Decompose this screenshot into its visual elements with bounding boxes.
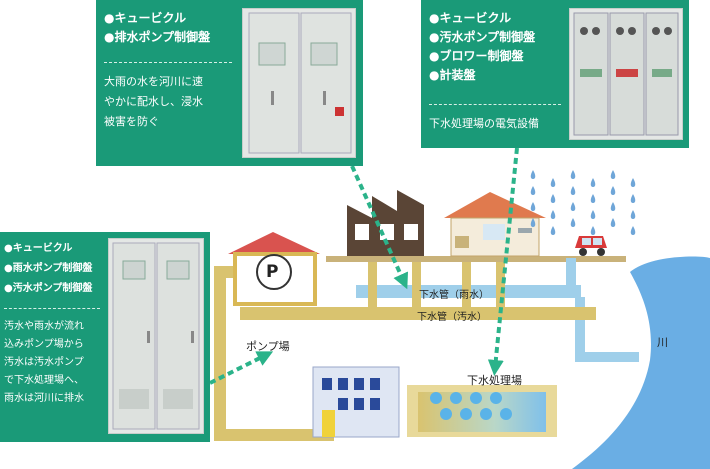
rain-drop <box>610 202 616 211</box>
rain-drop <box>610 170 616 179</box>
callout-station-description: 汚水や雨水が流れ 込みポンプ場から 汚水は汚水ポンプ で下水処理場へ、 雨水は河… <box>4 321 84 404</box>
rain-drop <box>530 202 536 211</box>
rain-drop <box>630 178 636 187</box>
pump-symbol-circle <box>256 254 292 290</box>
rain-drop <box>570 202 576 211</box>
callout-plant-bullet: ●計装盤 <box>429 68 476 82</box>
callout-station-bullet: ●汚水ポンプ制御盤 <box>4 283 93 294</box>
callout-drainage-bullet: ●キュービクル <box>104 11 187 25</box>
rain-drop <box>630 226 636 235</box>
arrow-left <box>209 351 274 385</box>
sewage-pipe-label: 下水管（汚水） <box>417 312 487 323</box>
river <box>572 256 710 469</box>
treatment-plant <box>312 366 400 438</box>
rain-drop <box>530 170 536 179</box>
rain-drop <box>590 226 596 235</box>
rain-drop <box>550 210 556 219</box>
pump-station-label: ポンプ場 <box>246 340 290 353</box>
callout-drainage-bullet: ●排水ポンプ制御盤 <box>104 30 211 44</box>
rain-drop <box>590 178 596 187</box>
treatment-plant-label: 下水処理場 <box>467 374 522 387</box>
callout-plant-bullet: ●ブロワー制御盤 <box>429 49 524 63</box>
rain-drop <box>630 194 636 203</box>
callout-station-bullet: ●キュービクル <box>4 243 73 254</box>
factory-building <box>347 190 424 256</box>
rain-drop <box>550 178 556 187</box>
callout-station-bullet: ●雨水ポンプ制御盤 <box>4 263 93 274</box>
ground-line <box>326 256 626 262</box>
rain-drop <box>550 226 556 235</box>
arrow-top-center <box>350 165 409 290</box>
arrow-top-right <box>487 147 519 376</box>
rain-drops <box>530 170 636 235</box>
rain-drop <box>570 170 576 179</box>
house <box>444 192 546 257</box>
river-label: 川 <box>657 336 668 349</box>
rain-drop <box>530 186 536 195</box>
rain-pipe-label: 下水管（雨水） <box>419 290 489 301</box>
rain-drop <box>570 186 576 195</box>
car <box>575 236 607 256</box>
callout-plant-bullet: ●キュービクル <box>429 11 512 25</box>
callout-drainage-description: 大雨の水を河川に速 やかに配水し、浸水 被害を防ぐ <box>104 75 203 128</box>
rain-drop <box>590 194 596 203</box>
rain-drop <box>630 210 636 219</box>
sewage-pipe <box>214 262 596 441</box>
rain-drop <box>550 194 556 203</box>
treatment-panel-photo <box>569 8 683 140</box>
rain-drop <box>530 218 536 227</box>
pump-station-panel-photo <box>108 238 204 434</box>
pump-symbol-label: P <box>266 262 279 282</box>
rain-drop <box>590 210 596 219</box>
rain-drop <box>610 186 616 195</box>
callout-plant-description: 下水処理場の電気設備 <box>429 117 539 130</box>
rain-drop <box>610 218 616 227</box>
treatment-tank <box>407 385 557 437</box>
rain-drop <box>570 218 576 227</box>
drainage-panel-photo <box>242 8 356 158</box>
callout-plant-bullet: ●汚水ポンプ制御盤 <box>429 30 536 44</box>
